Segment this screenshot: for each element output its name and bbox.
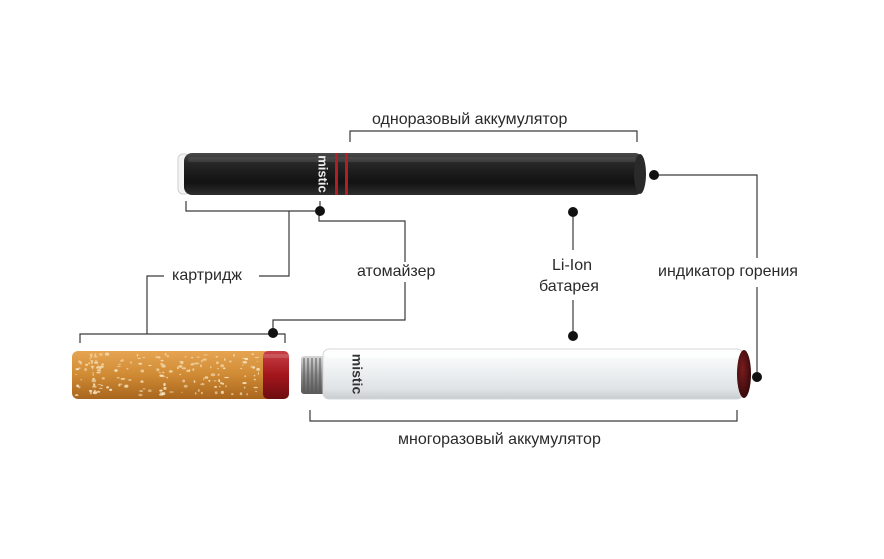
brand-logo: mistic xyxy=(349,354,365,395)
red-ring xyxy=(345,153,348,195)
label-cartridge: картридж xyxy=(172,266,242,286)
label-atomizer: атомайзер xyxy=(357,262,436,282)
leader-dots xyxy=(268,170,762,382)
reusable-battery: mistic xyxy=(301,348,751,400)
label-burn-indicator: индикатор горения xyxy=(658,262,798,282)
label-disposable-battery: одноразовый аккумулятор xyxy=(372,110,568,130)
leader-lines xyxy=(79,130,758,422)
disposable-battery: mistic xyxy=(177,153,646,195)
red-ring xyxy=(335,153,338,195)
label-reusable-battery: многоразовый аккумулятор xyxy=(398,430,601,450)
cartridge xyxy=(72,351,289,399)
brand-logo: mistic xyxy=(316,155,331,193)
burn-indicator-tip xyxy=(737,350,751,398)
label-li-ion-line2: батарея xyxy=(539,277,599,297)
label-li-ion-line1: Li-Ion xyxy=(552,256,593,276)
filter-speckles xyxy=(74,352,260,397)
